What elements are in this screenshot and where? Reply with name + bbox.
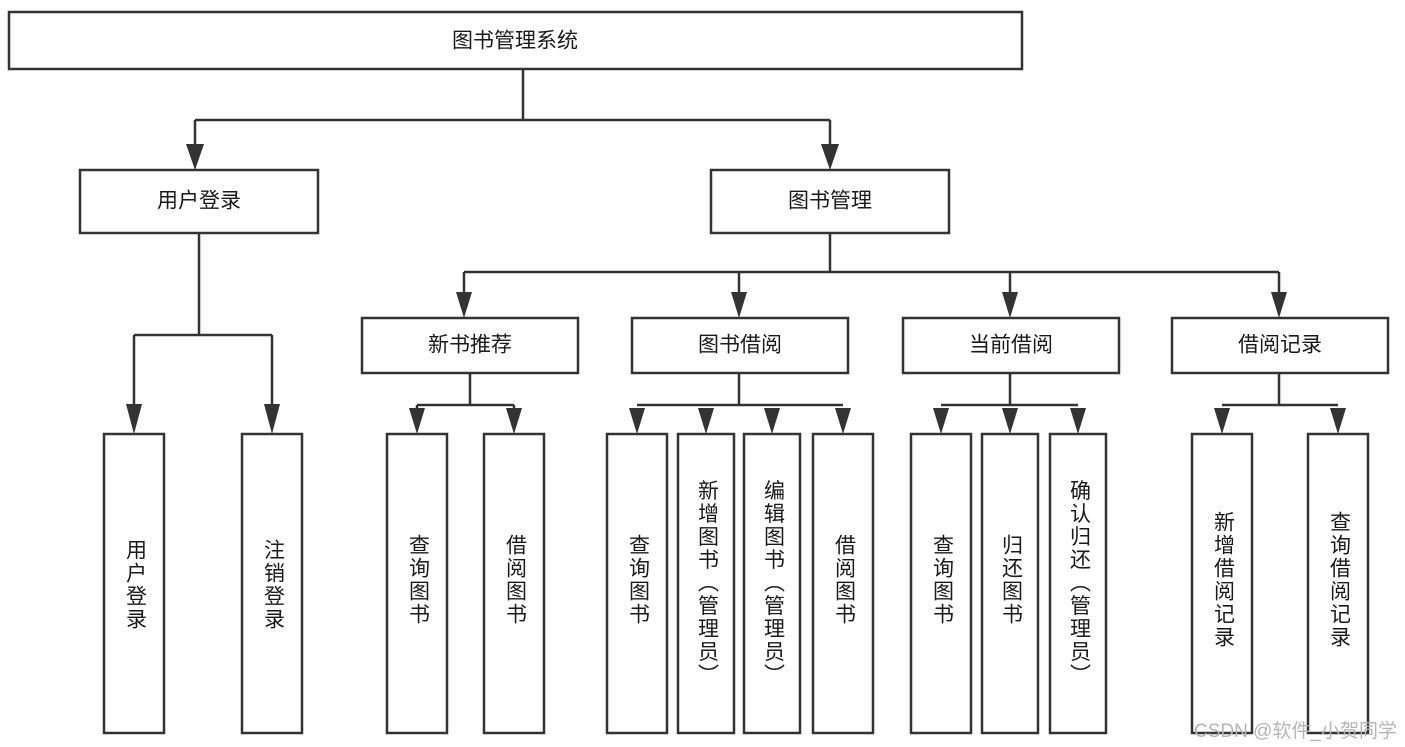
node-leaf-add-book-label: 新增图书（管理员） bbox=[695, 480, 719, 687]
arrow-leaf-user-logout bbox=[264, 404, 280, 434]
node-current-borrow-label: 当前借阅 bbox=[969, 334, 1053, 357]
arrow-to-book-borrow bbox=[731, 292, 747, 318]
node-new-book-rec-label: 新书推荐 bbox=[428, 334, 512, 357]
node-root-label: 图书管理系统 bbox=[452, 30, 578, 53]
arrow-to-current-borrow bbox=[1002, 292, 1018, 318]
node-leaf-add-book[interactable]: 新增图书（管理员） bbox=[676, 432, 736, 735]
node-leaf-return-book-box[interactable] bbox=[980, 432, 1040, 735]
node-leaf-user-login-label: 用户登录 bbox=[123, 539, 147, 631]
arrow-leaf-confirm-return bbox=[1070, 408, 1086, 434]
node-leaf-borrow-book-1[interactable]: 借阅图书 bbox=[482, 432, 546, 735]
arrow-to-borrow-record bbox=[1271, 292, 1287, 318]
arrow-leaf-return-book bbox=[1002, 408, 1018, 434]
arrow-to-book-manage bbox=[821, 144, 839, 170]
arrow-leaf-borrow-book-2 bbox=[835, 408, 851, 434]
node-leaf-query-book-3-box[interactable] bbox=[909, 432, 973, 735]
node-leaf-query-book-3-label: 查询图书 bbox=[930, 534, 954, 626]
node-leaf-query-book-2-label: 查询图书 bbox=[626, 534, 650, 626]
node-leaf-query-book-1[interactable]: 查询图书 bbox=[385, 432, 449, 735]
node-new-book-rec-box[interactable] bbox=[360, 316, 580, 375]
arrow-leaf-borrow-book-1 bbox=[506, 408, 522, 434]
node-leaf-add-record[interactable]: 新增借阅记录 bbox=[1190, 432, 1254, 735]
edges-layer bbox=[126, 69, 1346, 434]
arrow-leaf-query-book-3 bbox=[933, 408, 949, 434]
node-leaf-confirm-return-box[interactable] bbox=[1048, 432, 1108, 735]
arrow-leaf-add-book bbox=[698, 408, 714, 434]
node-leaf-query-record-label: 查询借阅记录 bbox=[1327, 511, 1351, 649]
node-leaf-user-login-box[interactable] bbox=[102, 432, 166, 735]
node-leaf-query-record-box[interactable] bbox=[1306, 432, 1370, 735]
arrow-leaf-user-login bbox=[126, 404, 142, 434]
node-leaf-add-record-box[interactable] bbox=[1190, 432, 1254, 735]
node-leaf-confirm-return[interactable]: 确认归还（管理员） bbox=[1048, 432, 1108, 735]
arrow-leaf-edit-book bbox=[764, 408, 780, 434]
node-leaf-user-logout-label: 注销登录 bbox=[261, 539, 285, 631]
node-leaf-edit-book-label: 编辑图书（管理员） bbox=[761, 480, 785, 687]
node-book-manage-box[interactable] bbox=[709, 168, 951, 235]
node-leaf-query-record[interactable]: 查询借阅记录 bbox=[1306, 432, 1370, 735]
node-borrow-record-box[interactable] bbox=[1170, 316, 1390, 375]
node-leaf-borrow-book-2-label: 借阅图书 bbox=[832, 534, 856, 626]
node-leaf-user-logout[interactable]: 注销登录 bbox=[240, 432, 304, 735]
node-current-borrow-box[interactable] bbox=[901, 316, 1121, 375]
arrow-to-new-book-rec bbox=[456, 292, 472, 318]
node-leaf-return-book[interactable]: 归还图书 bbox=[980, 432, 1040, 735]
arrow-leaf-add-record bbox=[1214, 408, 1230, 434]
node-leaf-borrow-book-1-label: 借阅图书 bbox=[503, 534, 527, 626]
arrow-leaf-query-book-1 bbox=[409, 408, 425, 434]
node-book-borrow[interactable]: 图书借阅 bbox=[630, 316, 850, 375]
arrow-to-user-login bbox=[186, 144, 204, 170]
node-root[interactable]: 图书管理系统 bbox=[7, 10, 1024, 71]
node-leaf-user-login[interactable]: 用户登录 bbox=[102, 432, 166, 735]
node-leaf-query-book-1-box[interactable] bbox=[385, 432, 449, 735]
arrow-leaf-query-record bbox=[1330, 408, 1346, 434]
node-leaf-add-record-label: 新增借阅记录 bbox=[1211, 511, 1235, 649]
node-book-manage-label: 图书管理 bbox=[788, 190, 872, 213]
node-leaf-borrow-book-2[interactable]: 借阅图书 bbox=[811, 432, 875, 735]
arrow-leaf-query-book-2 bbox=[629, 408, 645, 434]
node-leaf-add-book-box[interactable] bbox=[676, 432, 736, 735]
node-leaf-confirm-return-label: 确认归还（管理员） bbox=[1067, 480, 1091, 687]
node-leaf-query-book-2-box[interactable] bbox=[605, 432, 669, 735]
node-leaf-query-book-3[interactable]: 查询图书 bbox=[909, 432, 973, 735]
node-user-login-label: 用户登录 bbox=[157, 190, 241, 213]
node-book-borrow-label: 图书借阅 bbox=[698, 334, 782, 357]
node-leaf-query-book-2[interactable]: 查询图书 bbox=[605, 432, 669, 735]
node-leaf-edit-book-box[interactable] bbox=[742, 432, 802, 735]
node-book-borrow-box[interactable] bbox=[630, 316, 850, 375]
node-new-book-rec[interactable]: 新书推荐 bbox=[360, 316, 580, 375]
node-borrow-record[interactable]: 借阅记录 bbox=[1170, 316, 1390, 375]
node-leaf-borrow-book-2-box[interactable] bbox=[811, 432, 875, 735]
node-leaf-user-logout-box[interactable] bbox=[240, 432, 304, 735]
node-book-manage[interactable]: 图书管理 bbox=[709, 168, 951, 235]
node-leaf-query-book-1-label: 查询图书 bbox=[406, 534, 430, 626]
node-user-login-box[interactable] bbox=[78, 168, 320, 235]
node-leaf-return-book-label: 归还图书 bbox=[999, 534, 1023, 626]
node-root-box[interactable] bbox=[7, 10, 1024, 71]
nodes-layer: 图书管理系统 用户登录 图书管理 新书推荐 图书借阅 当前 bbox=[7, 10, 1390, 735]
node-current-borrow[interactable]: 当前借阅 bbox=[901, 316, 1121, 375]
node-leaf-borrow-book-1-box[interactable] bbox=[482, 432, 546, 735]
node-borrow-record-label: 借阅记录 bbox=[1238, 334, 1322, 357]
node-leaf-edit-book[interactable]: 编辑图书（管理员） bbox=[742, 432, 802, 735]
node-user-login[interactable]: 用户登录 bbox=[78, 168, 320, 235]
